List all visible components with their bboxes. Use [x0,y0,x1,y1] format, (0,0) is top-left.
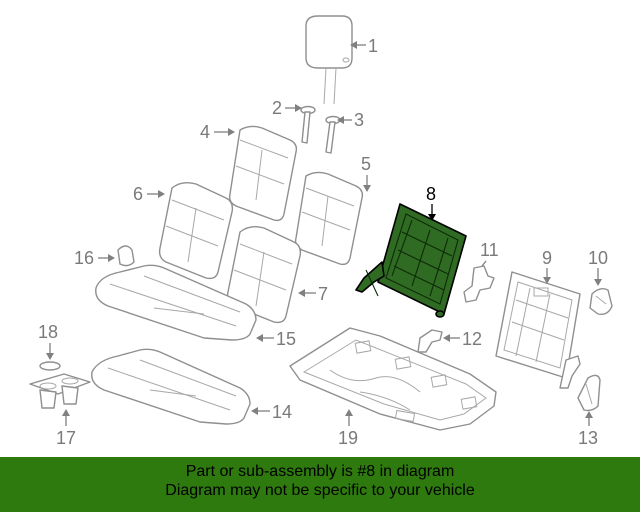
callout-11-label: 11 [480,240,499,260]
callout-13: 13 [578,411,598,448]
part-12-bracket[interactable] [417,329,443,353]
callout-14-label: 14 [272,402,292,422]
callout-8-label: 8 [426,184,436,204]
callout-3: 3 [337,110,364,130]
callout-7: 7 [298,284,328,304]
callout-16-label: 16 [74,248,94,268]
callout-14: 14 [251,402,292,422]
callout-9-label: 9 [542,248,552,268]
callout-4-label: 4 [200,122,210,142]
part-19-floor-panel[interactable] [289,327,497,431]
callout-17: 17 [56,409,76,448]
part-4-seatback-cover[interactable] [228,125,298,222]
callout-11: 11 [480,240,499,267]
callout-5-label: 5 [361,154,371,174]
part-18-grommet[interactable] [39,361,61,371]
callout-18: 18 [38,322,58,360]
notice-line-2: Diagram may not be specific to your vehi… [165,482,475,499]
part-16-clip[interactable] [117,245,135,267]
callout-17-label: 17 [56,428,76,448]
callout-10: 10 [588,248,608,286]
callout-18-label: 18 [38,322,58,342]
callout-19-label: 19 [338,428,358,448]
notice-banner: Part or sub-assembly is #8 in diagram Di… [0,457,640,512]
callout-15-label: 15 [276,329,296,349]
callout-7-label: 7 [318,284,328,304]
callout-19: 19 [338,409,358,448]
callout-15: 15 [256,329,296,349]
callout-6-label: 6 [133,184,143,204]
part-1-headrest[interactable] [305,15,353,105]
part-2-guide[interactable] [300,105,316,144]
notice-line-1: Part or sub-assembly is #8 in diagram [185,463,455,480]
part-11-bracket[interactable] [463,265,495,303]
part-9-seatback-frame[interactable] [495,271,581,389]
callout-12: 12 [443,329,482,349]
part-5-seatback-cover[interactable] [294,171,364,266]
callout-6: 6 [133,184,165,204]
callout-12-label: 12 [462,329,482,349]
part-3-guide[interactable] [325,115,341,154]
part-7-seatback-pad[interactable] [226,225,302,324]
callout-2: 2 [272,98,302,118]
callout-1: 1 [350,36,378,56]
parts-diagram: 1 2 3 4 [29,15,613,448]
part-8-seatback-frame[interactable] [355,203,467,318]
callout-1-label: 1 [368,36,378,56]
part-13-trim-cover[interactable] [577,374,601,412]
part-14-cushion-frame[interactable] [91,348,251,425]
part-17-cup-holder[interactable] [29,373,91,409]
callout-13-label: 13 [578,428,598,448]
callout-8: 8 [426,184,436,221]
callout-2-label: 2 [272,98,282,118]
part-6-seatback-pad[interactable] [158,181,234,280]
callout-5: 5 [361,154,371,192]
callout-16: 16 [74,248,115,268]
callout-10-label: 10 [588,248,608,268]
callout-9: 9 [542,248,552,284]
callout-4: 4 [200,122,235,142]
part-15-cushion-pad[interactable] [95,264,257,341]
callout-3-label: 3 [354,110,364,130]
part-10-trim-cover[interactable] [589,287,613,316]
